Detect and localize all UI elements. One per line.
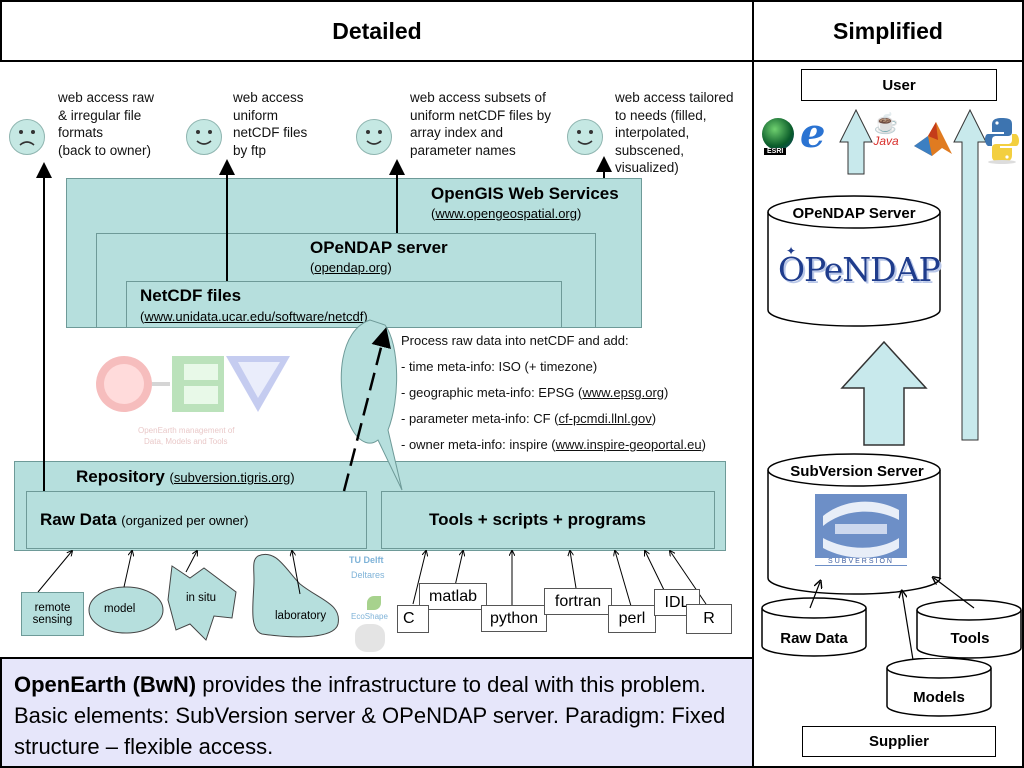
process-line-geo: - geographic meta-info: EPSG (www.epsg.o… xyxy=(401,385,669,400)
simplified-graphics xyxy=(761,108,1022,660)
opendap-title: OPeNDAP server xyxy=(310,238,448,257)
tools-title: Tools + scripts + programs xyxy=(429,510,646,529)
caption-text: provides the infrastructure to deal with… xyxy=(14,672,726,759)
access-note-raw: web access raw & irregular file formats … xyxy=(58,90,155,158)
tool-perl: perl xyxy=(608,605,656,633)
sad-face-icon xyxy=(9,119,45,155)
caption-box: OpenEarth (BwN) provides the infrastruct… xyxy=(0,657,754,768)
process-list: Process raw data into netCDF and add: - … xyxy=(401,328,706,458)
client-arrow-left xyxy=(839,108,873,175)
opendap-star-icon: ✦ xyxy=(786,244,797,258)
model-shape xyxy=(88,586,164,634)
inspire-link[interactable]: www.inspire-geoportal.eu xyxy=(555,437,702,452)
oet-logo-line2: Data, Models and Tools xyxy=(144,437,228,446)
tool-matlab: matlab xyxy=(419,583,487,610)
raw-data-cylinder xyxy=(761,597,867,657)
netcdf-url: (www.unidata.ucar.edu/software/netcdf) xyxy=(140,309,368,324)
cf-link[interactable]: cf-pcmdi.llnl.gov xyxy=(558,411,652,426)
epsg-link[interactable]: www.epsg.org xyxy=(582,385,665,400)
access-note-ftp: web access uniform netCDF files by ftp xyxy=(233,90,308,158)
tool-python: python xyxy=(481,605,547,632)
esri-logo-icon: ESRI xyxy=(762,118,796,158)
raw-data-title: Raw Data (organized per owner) xyxy=(40,510,249,529)
tools-cylinder xyxy=(916,599,1022,659)
simplified-panel xyxy=(752,60,1024,768)
ogc-link[interactable]: www.opengeospatial.org xyxy=(435,206,577,221)
source-model-label: model xyxy=(104,603,136,615)
process-line-time: - time meta-info: ISO (+ timezone) xyxy=(401,359,598,374)
detailed-header-text: Detailed xyxy=(332,17,422,44)
netcdf-title: NetCDF files xyxy=(140,286,242,305)
in-situ-shape xyxy=(167,565,237,641)
svn-server-label: SubVersion Server xyxy=(790,463,924,480)
openearth-logo: OpenEarth management of Data, Models and… xyxy=(94,350,294,450)
java-icon: ☕ Java xyxy=(873,113,899,148)
caption-bold: OpenEarth (BwN) xyxy=(14,672,197,697)
repository-title: Repository (subversion.tigris.org) xyxy=(76,467,295,486)
access-note-subsets: web access subsets of uniform netCDF fil… xyxy=(410,90,552,158)
oet-logo-line1: OpenEarth management of xyxy=(138,426,235,435)
user-box: User xyxy=(801,69,997,101)
netcdf-link[interactable]: www.unidata.ucar.edu/software/netcdf xyxy=(144,309,364,324)
simplified-header: Simplified xyxy=(752,0,1024,62)
process-bubble xyxy=(340,319,403,491)
svn-to-opendap-arrow xyxy=(840,340,928,446)
smile-face-icon xyxy=(567,119,603,155)
process-intro: Process raw data into netCDF and add: xyxy=(401,333,629,348)
process-line-cf: - parameter meta-info: CF (cf-pcmdi.llnl… xyxy=(401,411,657,426)
python-icon xyxy=(984,116,1020,169)
ogc-title: OpenGIS Web Services xyxy=(431,184,619,203)
tools-box xyxy=(381,491,715,549)
subversion-logo: SUBVERSION xyxy=(815,494,907,574)
opendap-logo: OPeNDAP ✦ xyxy=(778,244,941,289)
client-arrow-right xyxy=(953,108,987,441)
tigris-link[interactable]: subversion.tigris.org xyxy=(173,470,291,485)
opendap-url: (opendap.org) xyxy=(310,260,392,275)
ie-icon: e xyxy=(800,110,826,157)
detailed-panel-divider xyxy=(0,60,754,62)
arrow-process xyxy=(342,327,391,492)
detailed-connectors xyxy=(36,156,707,641)
raw-data-box xyxy=(26,491,367,549)
deltares-logo: Deltares xyxy=(351,570,385,580)
smile-face-icon xyxy=(356,119,392,155)
smile-face-icon xyxy=(186,119,222,155)
opendap-link[interactable]: opendap.org xyxy=(314,260,388,275)
models-cylinder xyxy=(886,658,992,717)
laboratory-shape xyxy=(252,553,339,638)
ecoshape-logo: EcoShape xyxy=(351,612,388,621)
ogc-url: (www.opengeospatial.org) xyxy=(431,206,582,221)
tool-r: R xyxy=(686,604,732,634)
supplier-box: Supplier xyxy=(802,726,996,757)
tudelft-logo: TU Delft xyxy=(349,555,384,565)
source-in-situ-label: in situ xyxy=(186,592,217,604)
tools-label: Tools xyxy=(950,630,990,647)
source-laboratory-label: laboratory xyxy=(275,610,327,622)
tool-c: C xyxy=(397,605,429,633)
matlab-icon xyxy=(912,118,954,163)
opendap-server-label: OPeNDAP Server xyxy=(792,205,916,222)
access-note-tailored: web access tailored to needs (filled, in… xyxy=(615,90,734,175)
process-line-owner: - owner meta-info: inspire (www.inspire-… xyxy=(401,437,706,452)
simplified-header-text: Simplified xyxy=(833,17,943,44)
source-remote-sensing: remote sensing xyxy=(21,592,84,636)
ecoshape-leaf-icon xyxy=(367,596,381,610)
tool-fortran: fortran xyxy=(544,588,612,615)
globe-graphic-icon xyxy=(355,624,385,652)
opendap-server-cylinder xyxy=(767,195,941,327)
models-label: Models xyxy=(913,689,965,706)
raw-data-label: Raw Data xyxy=(780,630,848,647)
netcdf-box xyxy=(126,281,562,328)
